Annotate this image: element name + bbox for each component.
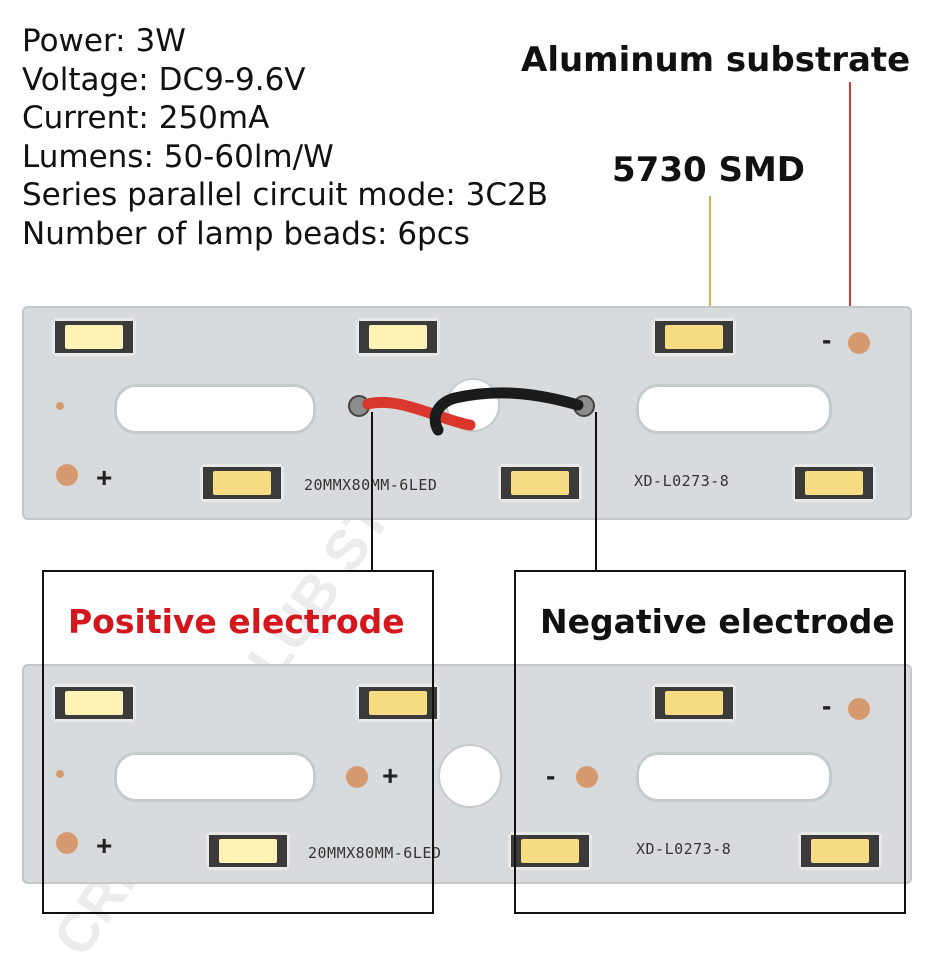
led-bead [200, 464, 284, 502]
plus-sign: + [96, 462, 113, 493]
led-bead [356, 684, 440, 722]
center-hole [446, 378, 500, 432]
plus-sign-center: + [382, 760, 399, 791]
positive-electrode-label: Positive electrode [68, 602, 405, 641]
plus-sign: + [96, 830, 113, 861]
aluminum-leader-line [849, 82, 851, 326]
minus-sign: - [822, 690, 832, 721]
led-bead [792, 464, 876, 502]
small-via [56, 402, 64, 410]
minus-sign-center: - [546, 760, 556, 791]
spec-circuit-mode: Series parallel circuit mode: 3C2B [22, 177, 548, 214]
silkscreen-size: 20MMX80MM-6LED [304, 476, 438, 494]
led-bead [356, 318, 440, 356]
minus-pad [848, 698, 870, 720]
slot-right [636, 752, 832, 802]
spec-lamp-beads: Number of lamp beads: 6pcs [22, 215, 470, 252]
led-bead [206, 832, 290, 870]
led-bead [652, 684, 736, 722]
plus-pad [56, 464, 78, 486]
top-board: - + 20MMX80MM-6LED XD-L0273-8 [22, 306, 912, 520]
led-bead [52, 684, 136, 722]
smd-leader-line [709, 196, 711, 332]
minus-pad [848, 332, 870, 354]
silkscreen-model: XD-L0273-8 [636, 840, 732, 858]
silkscreen-model: XD-L0273-8 [634, 472, 730, 490]
spec-power: Power: 3W [22, 23, 186, 59]
plus-pad-center [346, 766, 368, 788]
smd-label: 5730 SMD [612, 150, 806, 190]
aluminum-substrate-label: Aluminum substrate [521, 40, 911, 80]
spec-current: Current: 250mA [22, 100, 270, 137]
led-bead [508, 832, 592, 870]
led-bead [498, 464, 582, 502]
spec-voltage: Voltage: DC9-9.6V [22, 61, 306, 98]
spec-list: Power: 3W Voltage: DC9-9.6V Current: 250… [22, 22, 548, 254]
spec-lumens: Lumens: 50-60lm/W [22, 138, 334, 175]
negative-electrode-frame [514, 570, 906, 914]
bottom-board: - + - + 20MMX80MM-6LED XD-L0273-8 [22, 664, 912, 884]
negative-electrode-label: Negative electrode [540, 602, 895, 641]
minus-sign: - [822, 324, 832, 355]
plus-pad [56, 832, 78, 854]
slot-left [114, 384, 316, 434]
led-bead [798, 832, 882, 870]
slot-left [114, 752, 316, 802]
positive-electrode-frame [42, 570, 434, 914]
minus-pad-center [576, 766, 598, 788]
center-hole [438, 744, 502, 808]
led-bead [52, 318, 136, 356]
led-bead [652, 318, 736, 356]
silkscreen-size: 20MMX80MM-6LED [308, 844, 442, 862]
slot-right [636, 384, 832, 434]
small-via [56, 770, 64, 778]
